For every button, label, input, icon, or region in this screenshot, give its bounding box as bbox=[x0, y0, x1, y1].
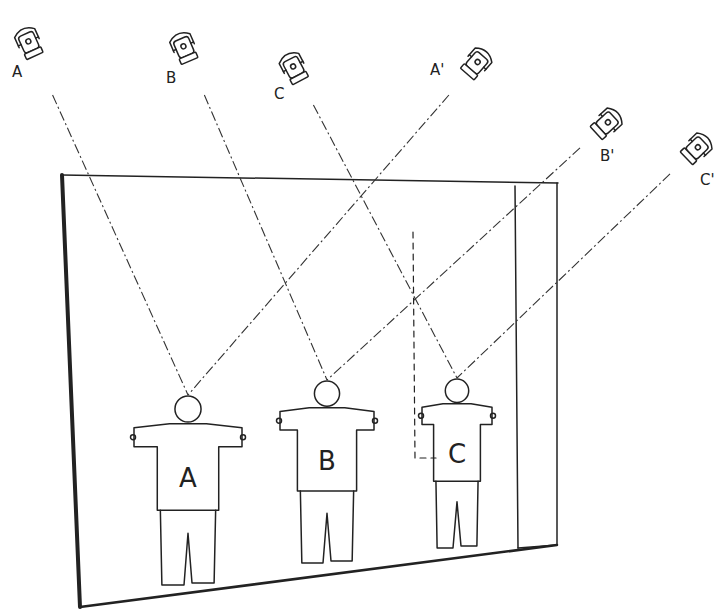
spotlight: B' bbox=[580, 95, 630, 170]
wall-right-edge bbox=[556, 183, 558, 545]
spotlight: A' bbox=[425, 40, 500, 95]
light-beam bbox=[204, 95, 327, 380]
shirt-letter: A bbox=[179, 464, 197, 493]
standing-figure: B bbox=[276, 380, 378, 565]
lamp-letter: A bbox=[12, 64, 22, 81]
wall-top-edge bbox=[62, 175, 558, 183]
wall-left-edge bbox=[62, 175, 80, 607]
spotlight: C bbox=[270, 40, 320, 105]
lamp-letter: B' bbox=[600, 148, 614, 165]
light-beam bbox=[313, 105, 457, 378]
light-beam bbox=[53, 95, 188, 395]
light-beam bbox=[188, 95, 449, 395]
lamp-letter: B bbox=[166, 70, 176, 87]
spotlight: C' bbox=[670, 120, 720, 200]
wall-inner-edge bbox=[515, 186, 518, 548]
wall-bottom-edge bbox=[80, 545, 557, 607]
shirt-letter: B bbox=[318, 447, 336, 476]
light-beam bbox=[327, 148, 580, 380]
light-beam bbox=[457, 174, 670, 378]
lamp-letter: A' bbox=[430, 62, 444, 79]
lamp-letter: C bbox=[274, 86, 284, 103]
wall-corner bbox=[518, 545, 557, 548]
shirt-letter: C bbox=[448, 440, 466, 469]
lamp-icon bbox=[5, 15, 60, 95]
lamp-letter: C' bbox=[700, 172, 715, 189]
standing-figure: A bbox=[130, 395, 246, 587]
spotlight: A bbox=[5, 15, 60, 95]
spotlight: B bbox=[160, 20, 215, 95]
standing-figure: C bbox=[418, 378, 496, 550]
